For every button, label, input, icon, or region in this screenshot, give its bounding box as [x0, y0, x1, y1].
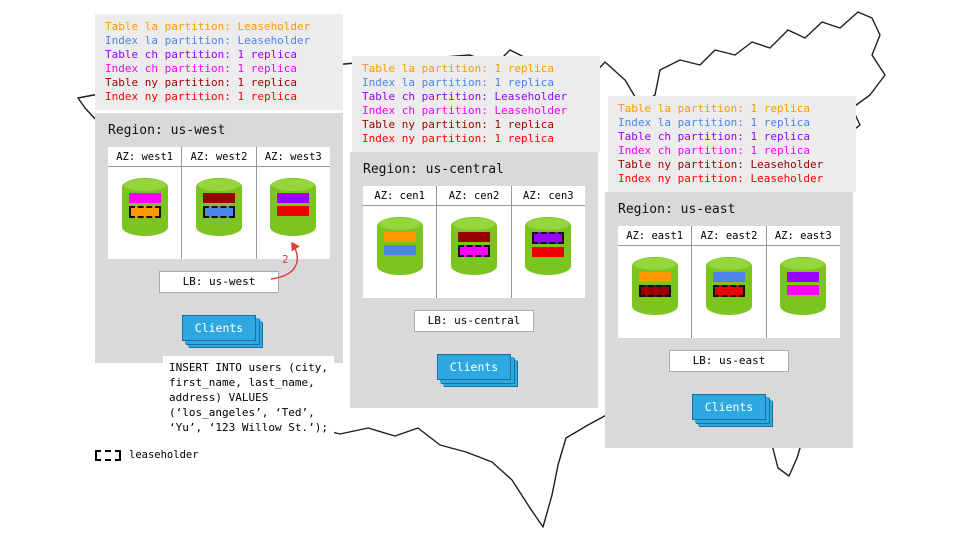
legend-entry: Table la partition: Leaseholder	[105, 20, 311, 33]
region-panel-us-west: Region: us-west AZ: west1 AZ: west2 AZ: …	[95, 113, 343, 363]
partition-bar	[532, 232, 565, 244]
az-column: AZ: east1	[618, 226, 692, 338]
az-label: AZ: east2	[692, 226, 766, 246]
clients-button[interactable]: Clients	[437, 354, 511, 380]
az-column: AZ: west2	[181, 147, 256, 259]
sql-statement: INSERT INTO users (city, first_name, las…	[163, 356, 334, 439]
legend-entry: Index la partition: Leaseholder	[105, 34, 311, 47]
region-title: Region: us-central	[363, 162, 504, 177]
region-panel-us-east: Region: us-east AZ: east1 AZ: east2 AZ: …	[605, 192, 853, 448]
legend-entry: Index ch partition: 1 replica	[105, 62, 298, 75]
legend-entry: Table ch partition: 1 replica	[105, 48, 298, 61]
partition-bar	[383, 245, 416, 255]
az-label: AZ: cen3	[511, 186, 585, 206]
load-balancer: LB: us-central	[414, 310, 534, 332]
partition-bar	[638, 285, 671, 297]
leaseholder-key-label: leaseholder	[129, 449, 199, 461]
legend-entry: Table ny partition: Leaseholder	[618, 158, 824, 171]
clients-button[interactable]: Clients	[182, 315, 256, 341]
leaseholder-key: leaseholder	[95, 449, 199, 461]
az-column: AZ: cen2	[436, 186, 511, 298]
partition-legend-us-central: Table la partition: 1 replica Index la p…	[352, 56, 600, 152]
database-cylinder-icon	[270, 178, 317, 236]
partition-bar	[202, 193, 235, 203]
legend-entry: Table ny partition: 1 replica	[105, 76, 298, 89]
az-label: AZ: cen1	[363, 186, 437, 206]
legend-entry: Table la partition: 1 replica	[362, 62, 555, 75]
legend-entry: Table ny partition: 1 replica	[362, 118, 555, 131]
legend-entry: Table la partition: 1 replica	[618, 102, 811, 115]
partition-bar	[128, 193, 161, 203]
az-box: AZ: east1 AZ: east2 AZ: east3	[618, 226, 840, 338]
database-cylinder-icon	[631, 257, 678, 315]
legend-entry: Index ch partition: 1 replica	[618, 144, 811, 157]
legend-entry: Index ny partition: Leaseholder	[618, 172, 824, 185]
partition-bar	[457, 245, 490, 257]
az-column: AZ: east2	[691, 226, 766, 338]
leaseholder-swatch-icon	[95, 449, 121, 461]
legend-entry: Index ny partition: 1 replica	[105, 90, 298, 103]
az-column: AZ: west1	[108, 147, 182, 259]
az-label: AZ: west3	[256, 147, 330, 167]
database-cylinder-icon	[450, 217, 497, 275]
legend-entry: Table ch partition: 1 replica	[618, 130, 811, 143]
region-title: Region: us-west	[108, 123, 226, 138]
partition-bar	[457, 232, 490, 242]
database-cylinder-icon	[376, 217, 423, 275]
load-balancer: LB: us-west	[159, 271, 279, 293]
legend-entry: Table ch partition: Leaseholder	[362, 90, 568, 103]
partition-bar	[277, 193, 310, 203]
partition-bar	[128, 206, 161, 218]
region-title: Region: us-east	[618, 202, 736, 217]
legend-entry: Index ch partition: Leaseholder	[362, 104, 568, 117]
az-column: AZ: east3	[765, 226, 840, 338]
az-label: AZ: west1	[108, 147, 182, 167]
arrow-annotation: 2	[282, 253, 289, 266]
az-column: AZ: west3	[255, 147, 330, 259]
database-cylinder-icon	[525, 217, 572, 275]
clients-button[interactable]: Clients	[692, 394, 766, 420]
legend-entry: Index la partition: 1 replica	[362, 76, 555, 89]
partition-bar	[532, 247, 565, 257]
az-box: AZ: west1 AZ: west2 AZ: west3	[108, 147, 330, 259]
az-box: AZ: cen1 AZ: cen2 AZ: cen3	[363, 186, 585, 298]
database-cylinder-icon	[121, 178, 168, 236]
partition-legend-us-east: Table la partition: 1 replica Index la p…	[608, 96, 856, 192]
database-cylinder-icon	[195, 178, 242, 236]
partition-bar	[202, 206, 235, 218]
partition-bar	[277, 206, 310, 216]
partition-bar	[787, 272, 820, 282]
legend-entry: Index ny partition: 1 replica	[362, 132, 555, 145]
partition-bar	[638, 272, 671, 282]
partition-bar	[712, 285, 745, 297]
legend-entry: Index la partition: 1 replica	[618, 116, 811, 129]
az-label: AZ: cen2	[437, 186, 511, 206]
az-column: AZ: cen1	[363, 186, 437, 298]
database-cylinder-icon	[780, 257, 827, 315]
load-balancer: LB: us-east	[669, 350, 789, 372]
az-label: AZ: east1	[618, 226, 692, 246]
az-label: AZ: east3	[766, 226, 840, 246]
partition-bar	[383, 232, 416, 242]
az-column: AZ: cen3	[510, 186, 585, 298]
database-cylinder-icon	[705, 257, 752, 315]
az-label: AZ: west2	[182, 147, 256, 167]
partition-bar	[787, 285, 820, 295]
partition-bar	[712, 272, 745, 282]
partition-legend-us-west: Table la partition: Leaseholder Index la…	[95, 14, 343, 110]
region-panel-us-central: Region: us-central AZ: cen1 AZ: cen2 AZ:…	[350, 152, 598, 408]
